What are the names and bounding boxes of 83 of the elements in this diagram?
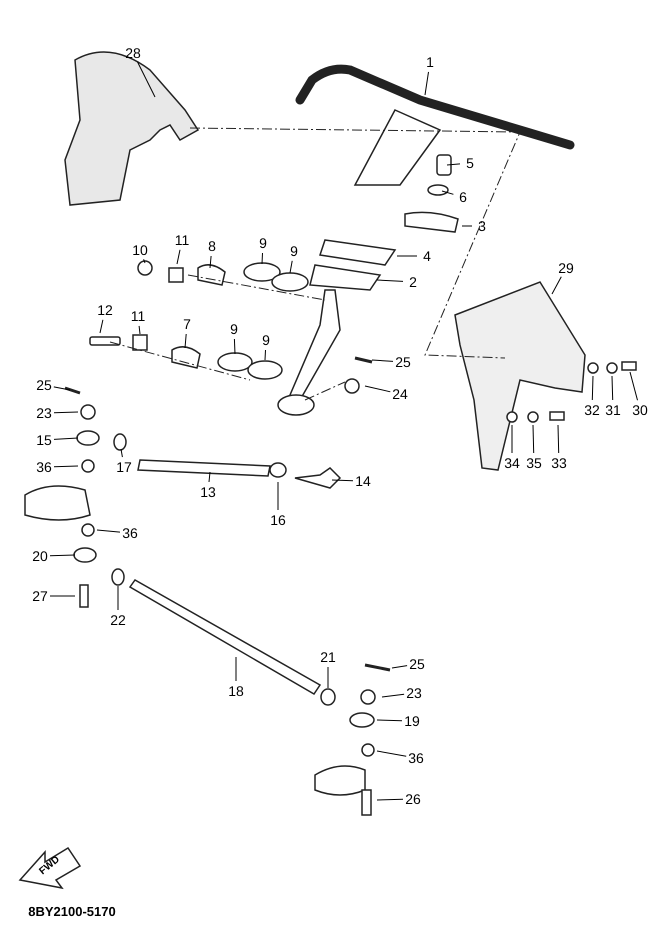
leader-line [612, 376, 614, 400]
callout-number: 6 [459, 189, 467, 205]
callout-number: 27 [32, 588, 48, 604]
leader-line [54, 412, 78, 414]
callout-number: 13 [200, 484, 216, 500]
leader-line [143, 258, 146, 264]
leader-line [208, 472, 210, 482]
leader-line [376, 720, 402, 722]
leader-line [54, 466, 78, 468]
callout-number: 25 [395, 354, 411, 370]
callout-number: 16 [270, 512, 286, 528]
leader-line [376, 750, 407, 757]
callout-number: 20 [32, 548, 48, 564]
callout-number: 9 [262, 332, 270, 348]
callout-number: 4 [423, 248, 431, 264]
callout-number: 9 [290, 243, 298, 259]
leader-line [176, 249, 180, 264]
callout-number: 25 [36, 377, 52, 393]
leader-line [382, 694, 405, 698]
callout-number: 28 [125, 45, 141, 61]
diagram-code: 8BY2100-5170 [28, 904, 116, 920]
leader-line [376, 798, 404, 800]
callout-number: 11 [174, 232, 190, 248]
callout-number: 24 [392, 386, 408, 402]
leader-line [290, 260, 293, 274]
callout-number: 12 [97, 302, 113, 318]
callout-number: 26 [405, 791, 421, 807]
leader-line [96, 530, 120, 533]
leader-line [332, 480, 354, 482]
callout-number: 9 [259, 235, 267, 251]
callout-number: 9 [230, 321, 238, 337]
leader-line [54, 438, 78, 440]
leader-line [364, 386, 391, 392]
leader-line [137, 61, 156, 98]
leader-line [264, 350, 266, 360]
callout-number: 33 [551, 455, 567, 471]
leader-line [120, 448, 123, 458]
leader-line [424, 71, 429, 96]
leader-line [558, 424, 560, 454]
callout-number: 30 [632, 402, 648, 418]
callout-number: 3 [478, 218, 486, 234]
callout-number: 34 [504, 455, 520, 471]
leader-line [372, 360, 394, 362]
leader-line [53, 386, 70, 390]
leader-line [138, 325, 140, 334]
leader-line [446, 163, 460, 166]
callout-number: 10 [132, 242, 148, 258]
callout-number: 11 [130, 308, 146, 324]
leader-line [100, 319, 104, 334]
callout-number: 7 [183, 316, 191, 332]
callout-number: 32 [584, 402, 600, 418]
leader-line [184, 334, 187, 348]
callout-number: 25 [409, 656, 425, 672]
callout-number: 1 [426, 54, 434, 70]
callout-number: 15 [36, 432, 52, 448]
callout-number: 5 [466, 155, 474, 171]
leader-line [442, 190, 454, 195]
callout-number: 17 [116, 459, 132, 475]
callout-number: 29 [558, 260, 574, 276]
leader-line [392, 665, 408, 668]
callout-number: 31 [605, 402, 621, 418]
callout-number: 19 [404, 713, 420, 729]
callout-number: 36 [408, 750, 424, 766]
leader-line [592, 376, 594, 400]
callout-number: 22 [110, 612, 126, 628]
leader-line [234, 338, 236, 354]
callout-number: 36 [122, 525, 138, 541]
callout-number: 18 [228, 683, 244, 699]
leader-line [210, 256, 212, 268]
callout-number: 2 [409, 274, 417, 290]
callout-number: 14 [355, 473, 371, 489]
leader-line [262, 252, 263, 264]
callout-number: 35 [526, 455, 542, 471]
callout-number: 23 [36, 405, 52, 421]
callout-number: 23 [406, 685, 422, 701]
callout-number: 8 [208, 238, 216, 254]
leader-line [532, 424, 534, 454]
leader-line [376, 280, 404, 282]
leader-line [552, 276, 562, 294]
callout-number: 21 [320, 649, 336, 665]
leader-line [50, 554, 76, 556]
callout-number: 36 [36, 459, 52, 475]
leader-line [630, 372, 638, 401]
